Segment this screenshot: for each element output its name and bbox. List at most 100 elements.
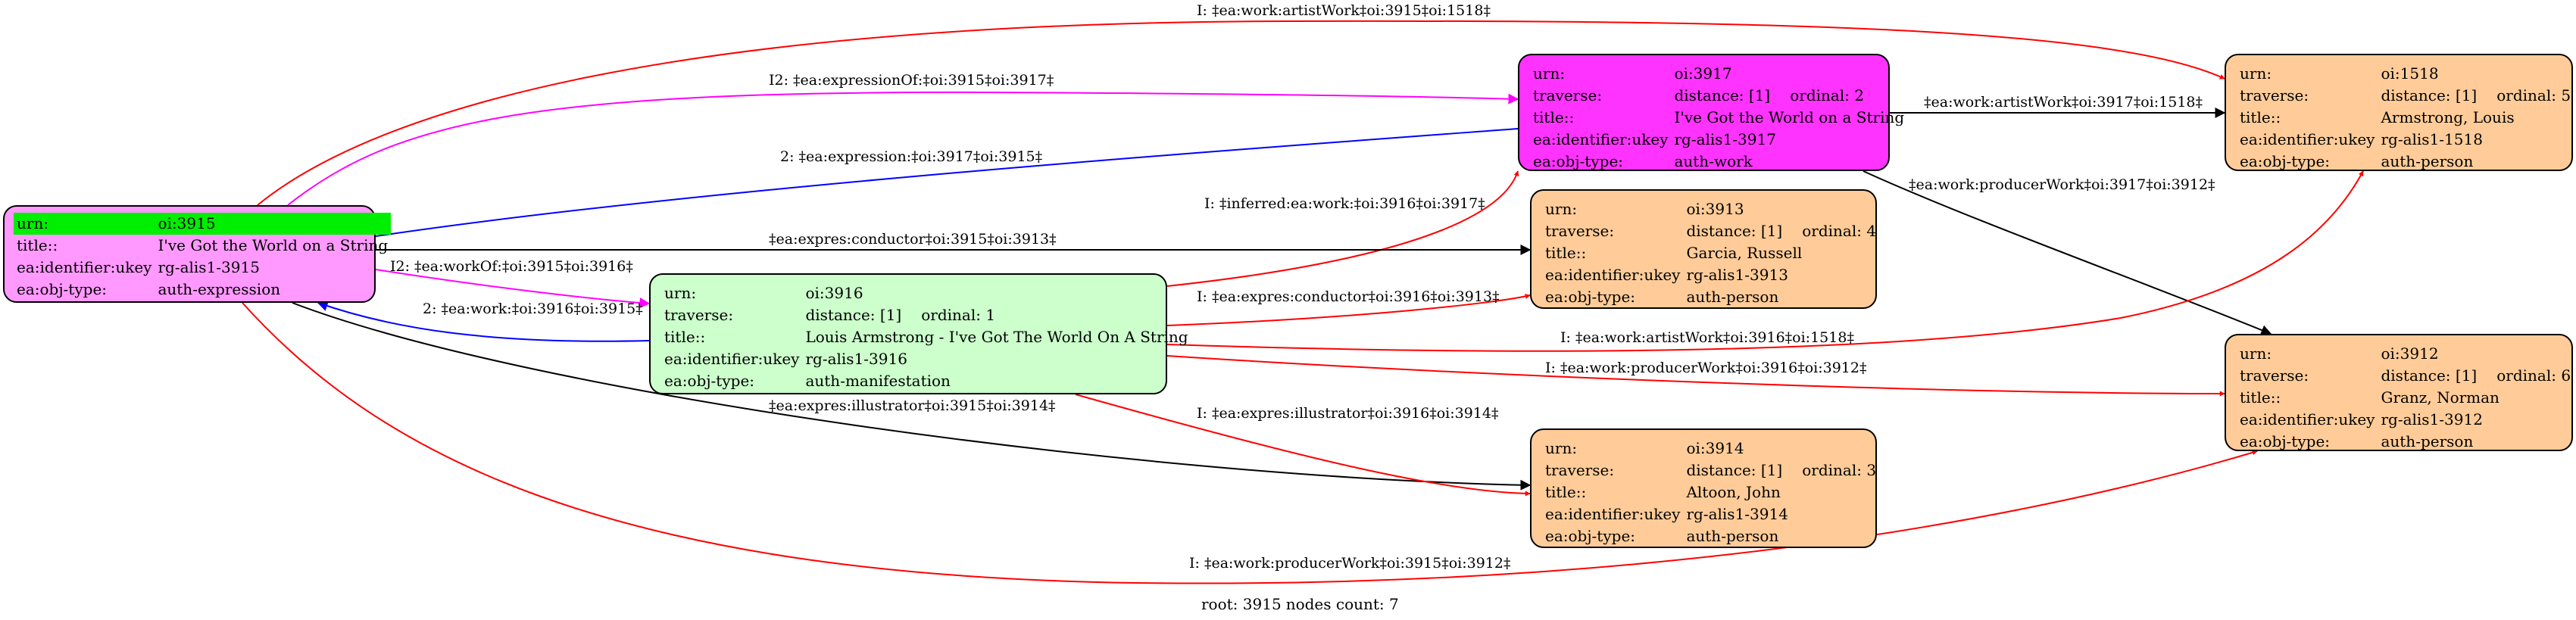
edge-8 [317,301,650,342]
node-oi-3915[interactable]: urn:oi:3915 title::I've Got the World on… [3,205,392,303]
edge-14 [242,302,2258,584]
node-row-type: ea:obj-type:auth-person [2237,431,2574,453]
row-value: oi:1518 [2381,64,2439,83]
node-row-type: ea:obj-type: auth-person [1542,525,1879,547]
row-value: rg-alis1-3915 [158,258,260,276]
node-oi-3916[interactable]: urn:oi:3916 traverse:distance: [1]ordina… [649,273,1188,394]
edge-0 [257,20,2225,206]
row-key: urn: [1533,64,1566,83]
row-key: traverse: [664,306,734,324]
row-value: auth-expression [158,280,281,298]
row-value: Altoon, John [1686,483,1781,501]
node-row-traverse: traverse:distance: [1]ordinal: 2 [1530,85,1907,107]
edge-label: I: ‡inferred:ea:work:‡oi:3916‡oi:3917‡ [1204,195,1485,212]
node-row-title: title::Granz, Norman [2237,387,2574,409]
row-key: traverse: [2240,86,2309,104]
row-value: rg-alis1-3916 [805,350,907,368]
edge-label: 2: ‡ea:expression:‡oi:3917‡oi:3915‡ [780,148,1042,165]
edge-label: I: ‡ea:work:producerWork‡oi:3915‡oi:3912… [1189,555,1511,572]
node-row-urn: urn: oi:3912 [2237,343,2574,365]
node-oi-3913[interactable]: urn: oi:3913 traverse: distance: [1] ordina… [1530,189,1877,309]
node-oi-3917[interactable]: urn: oi:3917 traverse:distance: [1]ordina… [1518,54,1904,171]
edge-label: ‡ea:expres:illustrator‡oi:3915‡oi:3914‡ [769,397,1056,414]
ordinal-value: ordinal: 5 [2496,86,2571,104]
edge-label: ‡ea:work:artistWork‡oi:3917‡oi:1518‡ [1924,94,2203,111]
row-value: auth-work [1674,152,1753,170]
row-key: title:: [2240,388,2281,407]
row-value: distance: [1]ordinal: 3 [1683,460,1879,481]
edge-5 [1166,170,1519,287]
row-value: auth-person [1686,527,1779,545]
row-key: title:: [2240,108,2281,126]
row-value: oi:3912 [2381,344,2439,363]
row-key: ea:identifier:ukey [664,350,800,368]
row-key: title:: [1545,244,1587,262]
row-value: oi:3913 [1686,200,1744,218]
node-row-urn: urn:oi:3915 [14,213,392,235]
row-value: auth-person [2381,432,2474,450]
node-row-ukey: ea:identifier:ukey rg-alis1-1518 [2237,129,2574,151]
row-value: auth-person [1686,288,1779,306]
root-label: root: 3915 [1201,595,1282,613]
row-key: traverse: [2240,366,2309,385]
node-row-title: title::Altoon, John [1542,481,1879,503]
ordinal-value: ordinal: 4 [1802,222,1877,240]
edge-4 [1863,170,2272,335]
row-key: ea:obj-type: [1533,152,1624,170]
node-row-title: title::I've Got the World on a String [1530,107,1907,129]
node-row-ukey: ea:identifier:ukey rg-alis1-3916 [661,348,1191,370]
row-value: Garcia, Russell [1686,244,1803,262]
row-key: urn: [664,284,697,302]
edge-label: I: ‡ea:expres:conductor‡oi:3916‡oi:3913‡ [1197,288,1500,305]
row-key: traverse: [1533,86,1603,104]
node-oi-3914[interactable]: urn:oi:3914 traverse:distance: [1]ordina… [1530,428,1877,548]
row-value: oi:3917 [1674,64,1732,83]
row-key: ea:obj-type: [1545,527,1636,545]
row-value: Armstrong, Louis [2381,108,2515,126]
row-key: traverse: [1545,222,1615,240]
distance-value: distance: [1] [1686,461,1783,479]
row-key: title:: [664,328,706,346]
row-key: ea:obj-type: [17,280,108,298]
node-row-type: ea:obj-type:auth-manifestation [661,370,1191,392]
node-row-title: title::Louis Armstrong - I've Got The Wo… [661,326,1191,348]
edge-12 [292,302,1532,491]
distance-value: distance: [1] [1686,222,1783,240]
row-value: rg-alis1-3912 [2381,410,2483,428]
row-value: distance: [1]ordinal: 6 [2378,365,2574,387]
ordinal-value: ordinal: 2 [1790,86,1865,104]
edge-label: I: ‡ea:expres:illustrator‡oi:3916‡oi:391… [1197,405,1498,422]
edge-label: 2: ‡ea:work:‡oi:3916‡oi:3915‡ [423,301,643,317]
row-key: urn: [1545,200,1578,218]
node-row-title: title::Armstrong, Louis [2237,107,2574,129]
edge-10 [1166,170,2364,352]
row-key: title:: [1545,483,1587,501]
row-key: urn: [2240,344,2272,363]
node-row-type: ea:obj-type:auth-person [1542,286,1879,308]
row-key: urn: [14,213,155,235]
row-key: ea:obj-type: [2240,152,2331,170]
edge-label: ‡ea:expres:conductor‡oi:3915‡oi:3913‡ [769,231,1057,248]
row-key: title:: [1533,108,1575,126]
node-oi-3912[interactable]: urn: oi:3912 traverse: distance: [1]ordina… [2225,334,2573,451]
node-row-traverse: traverse: distance: [1] ordinal: 4 [1542,220,1879,242]
edge-11 [1166,355,2225,397]
edge-label: I2: ‡ea:expressionOf:‡oi:3915‡oi:3917‡ [769,72,1054,89]
row-value: rg-alis1-1518 [2381,130,2483,148]
row-key: ea:identifier:ukey [2240,130,2375,148]
edge-label: I2: ‡ea:workOf:‡oi:3915‡oi:3916‡ [390,258,633,275]
edge-label: ‡ea:work:producerWork‡oi:3917‡oi:3912‡ [1909,176,2215,193]
row-key: ea:identifier:ukey [1545,266,1681,284]
edge-label: I: ‡ea:work:artistWork‡oi:3915‡oi:1518‡ [1197,2,1491,19]
row-key: urn: [2240,64,2272,83]
node-row-type: ea:obj-type: auth-expression [14,279,391,301]
node-oi-1518[interactable]: urn:oi:1518 traverse:distance: [1]ordina… [2225,54,2573,171]
edge-9 [1166,294,1531,326]
